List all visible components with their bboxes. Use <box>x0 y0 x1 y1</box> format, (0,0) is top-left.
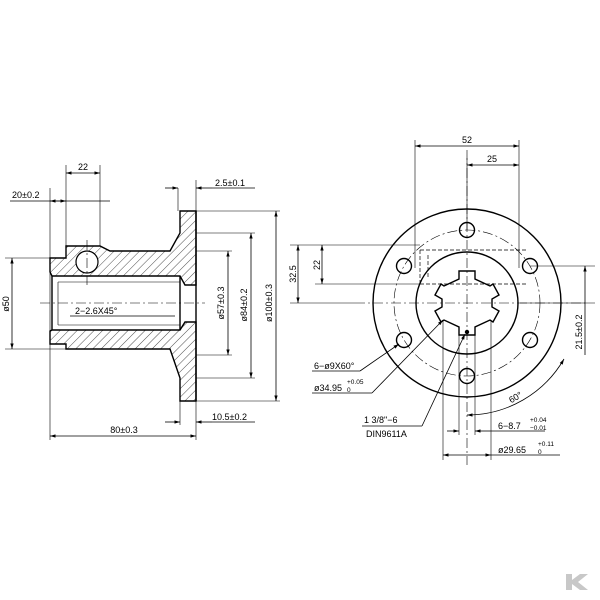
dim-20: 20±0.2 <box>12 190 39 200</box>
dim-60deg: 60° <box>507 389 524 405</box>
dim-34-95: ø34.95 <box>314 383 342 393</box>
spline-dot <box>464 329 470 335</box>
dim-80: 80±0.3 <box>110 425 137 435</box>
section-bottom-wall <box>49 321 197 402</box>
dim-22-front: 22 <box>312 260 322 270</box>
spline-standard: DIN9611A <box>366 429 407 439</box>
dim-21-5: 21.5±0.2 <box>574 315 584 350</box>
dim-10-5: 10.5±0.2 <box>212 412 247 422</box>
dim-22-side: 22 <box>78 162 88 172</box>
dim-29-65-tol-upper: +0.11 <box>538 441 554 448</box>
dim-29-65-tol-lower: 0 <box>538 449 542 456</box>
dim-phi100: ø100±0.3 <box>264 284 274 322</box>
dim-34-95-tol-upper: +0.05 <box>347 379 364 386</box>
dim-6-8-7: 6−8.7 <box>498 421 521 431</box>
dim-52: 52 <box>462 135 472 145</box>
spline-size: 1 3/8"−6 <box>364 415 397 425</box>
dim-32-5: 32.5 <box>288 265 298 283</box>
dim-phi57: ø57±0.3 <box>216 287 226 320</box>
side-view: 22 20±0.2 2.5±0.1 ø50 2−2.6X45° ø57±0.3 … <box>1 162 280 440</box>
dim-chamfer: 2−2.6X45° <box>75 306 118 316</box>
dim-25: 25 <box>487 154 497 164</box>
brand-logo <box>566 574 588 590</box>
section-top-wall <box>49 210 197 286</box>
hub-circle <box>415 251 519 355</box>
holes-callout: 6−ø9X60° <box>314 361 355 371</box>
dim-phi50: ø50 <box>1 296 11 312</box>
dim-2-5: 2.5±0.1 <box>215 178 245 188</box>
dim-phi84: ø84±0.2 <box>239 289 249 322</box>
dim-6-8-7-tol-upper: +0.04 <box>530 417 547 424</box>
dim-34-95-tol-lower: 0 <box>347 387 351 394</box>
front-view: 52 25 32.5 22 21.5±0.2 6−ø9X60° ø34.95 +… <box>288 135 595 465</box>
dim-29-65: ø29.65 <box>498 445 526 455</box>
dim-6-8-7-tol-lower: −0.01 <box>530 425 547 432</box>
